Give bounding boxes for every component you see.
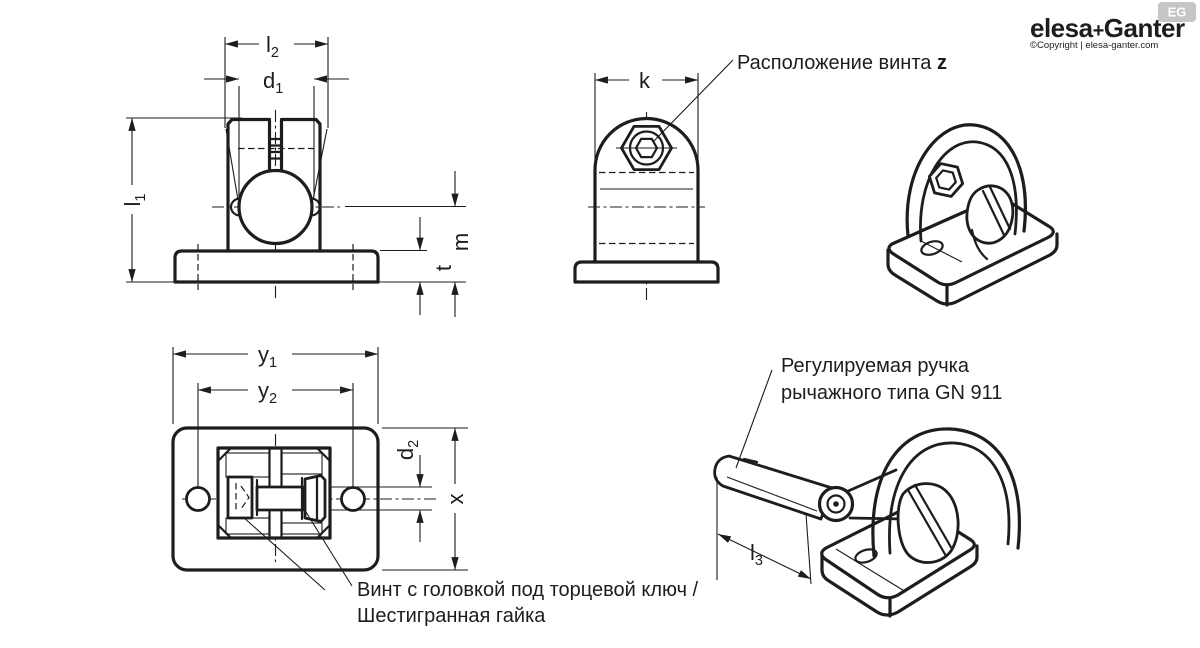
logo-copyright: ©Copyright | elesa-ganter.com	[1030, 40, 1158, 51]
note-screw-line2: Шестигранная гайка	[357, 605, 546, 627]
iso-dome-outer	[905, 123, 1027, 238]
iso-bore-slot	[906, 488, 948, 558]
note-screw-line1: Винт с головкой под торцевой ключ /	[357, 579, 699, 601]
note-handle-line2: рычажного типа GN 911	[781, 382, 1002, 404]
dimension-l3: l3	[716, 477, 812, 585]
note-screw-position: Расположение винта z	[737, 52, 947, 74]
clamp-body-side	[593, 116, 700, 264]
bore-ear-right	[309, 197, 322, 217]
corner-chamfer	[315, 523, 332, 540]
mounting-hole	[185, 486, 211, 512]
dimension-l2: l2	[224, 32, 329, 128]
dim-label-m: m	[448, 233, 473, 251]
socket-screw	[226, 475, 305, 520]
dimension-y2: y2	[197, 378, 354, 487]
hex-nut-icon	[927, 162, 965, 198]
iso-base-thickness	[820, 544, 979, 618]
corner-chamfer	[315, 446, 332, 463]
corner-chamfer	[216, 446, 233, 463]
dim-label-l3: l3	[750, 540, 763, 569]
side-view: k Расположение винта z	[573, 52, 947, 300]
dimension-m: m	[345, 171, 473, 317]
hex-nut-top	[300, 474, 327, 523]
dim-label-y2: y2	[258, 378, 277, 407]
eg-badge-text: EG	[1168, 5, 1187, 20]
front-view: l2 d1 l1 m t	[120, 32, 473, 317]
logo-text: elesa+Ganter	[1030, 13, 1185, 43]
dim-label-d2: d2	[393, 440, 422, 460]
iso-dome-outer	[871, 427, 1021, 558]
screw-cylinder	[848, 516, 906, 521]
leader-line-handle	[735, 369, 773, 469]
leader-line-screw-position	[652, 59, 734, 143]
lever-iso-view: l3 Регулируемая ручка рычажного типа GN …	[713, 355, 1021, 618]
brand-logo: elesa+Ganter ©Copyright | elesa-ganter.c…	[1030, 2, 1196, 51]
iso-dome-inner	[888, 441, 1011, 555]
eg-badge-icon	[1158, 2, 1196, 22]
iso-base-thickness	[886, 232, 1059, 307]
dimension-t: t	[380, 217, 456, 315]
bore-ear-left	[229, 197, 242, 217]
dim-label-y1: y1	[258, 342, 277, 371]
base-plate-side	[573, 260, 720, 284]
dim-label-t: t	[431, 265, 456, 271]
dimension-y1: y1	[172, 342, 379, 424]
dimension-d1: d1	[204, 68, 349, 197]
clamping-lever-handle	[713, 454, 855, 523]
base-face-line	[835, 548, 907, 593]
base-plate	[173, 249, 380, 284]
screw-shaft	[255, 485, 305, 512]
iso-dome-inner	[919, 140, 1018, 243]
bore-circle	[237, 168, 314, 246]
dimension-d2: d2	[330, 440, 432, 542]
mounting-hole	[854, 548, 878, 564]
iso-bore-base-edge	[970, 228, 989, 261]
dimension-k: k	[594, 68, 699, 172]
clamp-body	[226, 117, 322, 253]
dimension-l1: l1	[120, 117, 242, 283]
iso-bore-slot	[988, 185, 1012, 231]
iso-bore-slot	[913, 483, 954, 551]
mounting-hole	[920, 240, 944, 256]
leader-line-nut	[305, 511, 353, 587]
top-view: y1 y2 d2 x Винт с головкой по	[171, 342, 699, 627]
dim-label-k: k	[639, 68, 651, 93]
iso-bore-slot	[981, 189, 1006, 237]
dim-label-d1: d1	[263, 68, 283, 97]
screw-cylinder	[844, 468, 898, 494]
mounting-hole	[340, 486, 366, 512]
dimension-x: x	[382, 427, 468, 571]
corner-chamfer	[216, 523, 233, 540]
dim-label-l2: l2	[266, 32, 279, 61]
dim-label-l1: l1	[120, 194, 149, 207]
iso-view	[886, 123, 1059, 307]
note-handle-line1: Регулируемая ручка	[781, 355, 970, 377]
dim-label-x: x	[443, 494, 468, 505]
leader-line-screw	[242, 516, 326, 591]
iso-face-edge	[920, 240, 963, 263]
